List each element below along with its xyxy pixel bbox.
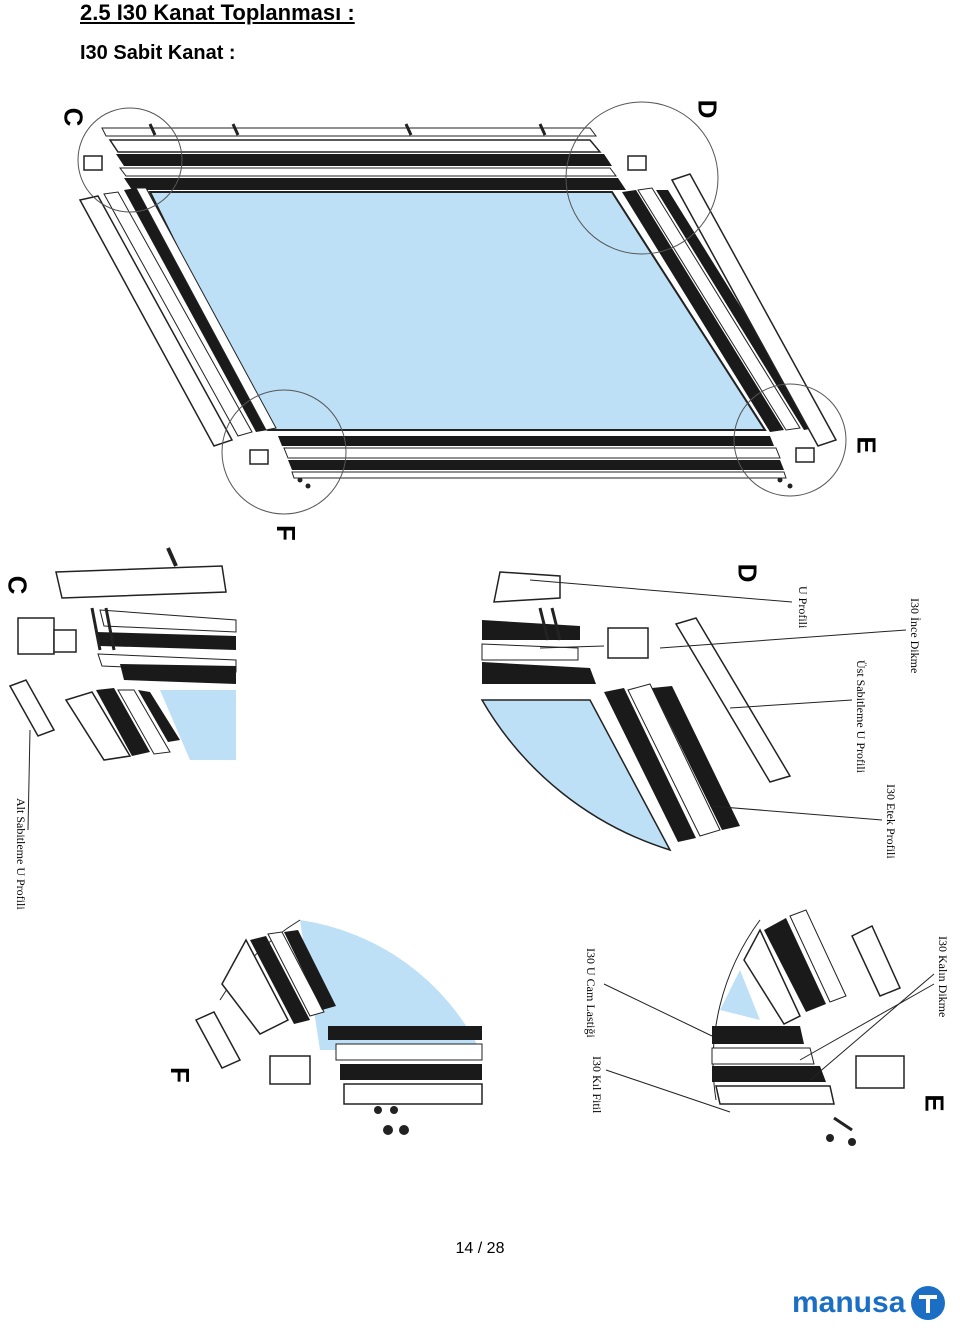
subsection-heading: I30 Sabit Kanat :	[80, 42, 236, 64]
detail-letter-c-top: C	[58, 107, 89, 127]
label-etek-profili: I30 Etek Profili	[884, 784, 898, 859]
detail-letter-c-detail: C	[2, 575, 33, 595]
detail-d-drawing	[480, 571, 907, 852]
label-kil-fitil: I30 Kıl Fitil	[590, 1056, 604, 1114]
label-alt-sabitleme: Alt Sabitleme U Profili	[14, 798, 28, 910]
detail-letter-d-top: D	[692, 99, 723, 119]
detail-c-drawing	[8, 547, 237, 831]
overview-drawing	[77, 101, 847, 515]
label-kalin-dikme: I30 Kalın Dikme	[936, 936, 950, 1018]
detail-letter-e-detail: E	[919, 1094, 950, 1112]
detail-letter-e-top: E	[851, 436, 882, 454]
detail-e-drawing	[603, 909, 935, 1146]
detail-letter-f-top: F	[270, 525, 301, 541]
detail-circle-c	[77, 107, 183, 213]
detail-circle-e	[733, 383, 847, 497]
logo-mark-icon	[911, 1286, 946, 1320]
label-ince-dikme: I30 İnce Dikme	[908, 598, 922, 674]
section-heading: 2.5 I30 Kanat Toplanması :	[80, 0, 355, 25]
detail-circle-f	[221, 389, 347, 515]
detail-letter-f-detail: F	[164, 1067, 195, 1083]
label-u-profili: U Profili	[796, 586, 810, 629]
label-ust-sabitleme: Üst Sabitleme U Profili	[854, 660, 868, 773]
label-u-cam-lastigi: I30 U Cam Lastiği	[584, 948, 598, 1038]
detail-circle-d	[565, 101, 719, 255]
brand-logo: manusa	[792, 1286, 946, 1320]
page-number: 14 / 28	[455, 1240, 505, 1257]
detail-letter-d-detail: D	[732, 563, 763, 583]
logo-text: manusa	[792, 1286, 906, 1319]
detail-f-drawing	[194, 919, 483, 1135]
